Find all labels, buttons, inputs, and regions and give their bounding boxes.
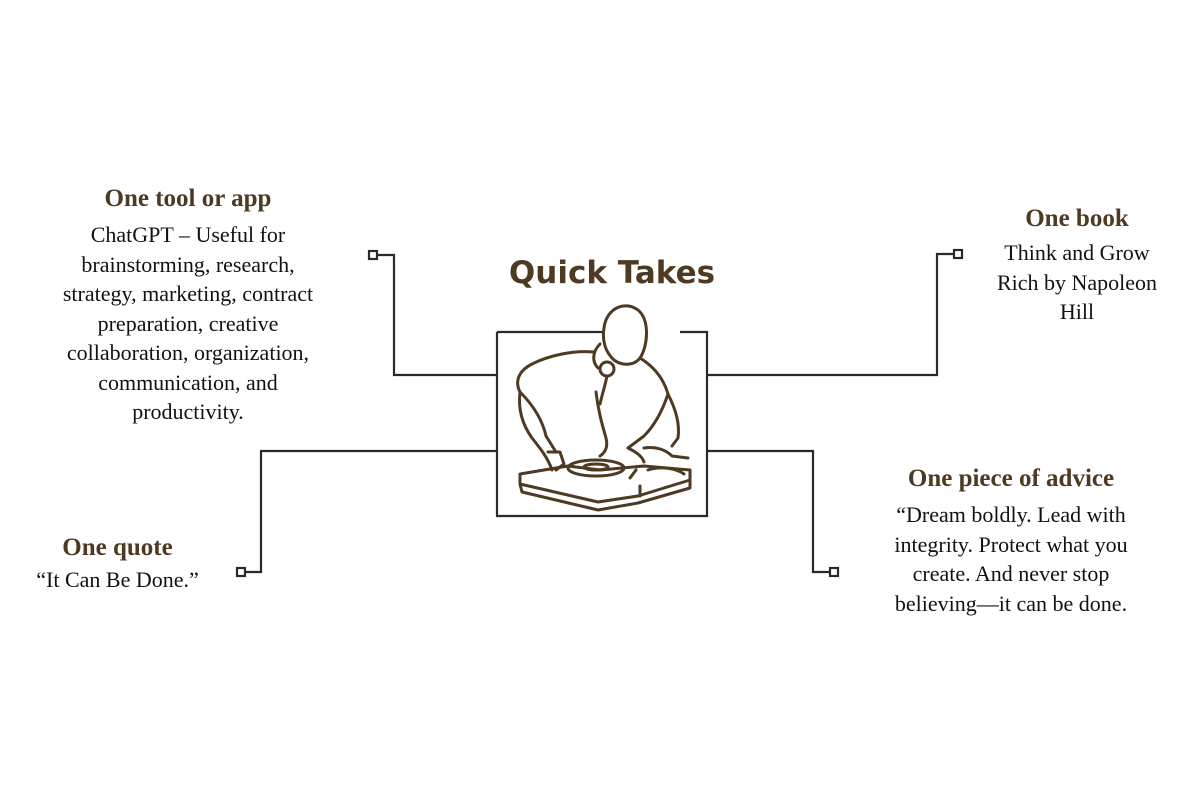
section-tool-line: communication, and [98,369,278,395]
section-tool-line: productivity. [132,399,244,424]
section-tool-line: ChatGPT – Useful for [90,222,286,247]
section-advice-line: “Dream boldly. Lead with [896,502,1126,527]
section-book: One book Think and Grow Rich by Napoleon… [972,204,1182,327]
center-frame [495,330,709,518]
section-quote: One quote “It Can Be Done.” [10,533,225,595]
section-advice-line: believing—it can be done. [894,590,1128,616]
connector-quote [235,449,497,578]
section-book-line: Think and Grow [1004,240,1150,265]
connector-advice [707,449,840,578]
connector-book [707,248,964,377]
section-quote-line: “It Can Be Done.” [36,567,199,592]
section-quote-heading: One quote [62,534,173,561]
section-book-heading: One book [1025,205,1129,232]
section-book-line: Hill [1059,299,1095,324]
connector-tool [367,249,497,377]
section-tool: One tool or app ChatGPT – Useful for bra… [30,184,346,427]
section-advice-line: integrity. Protect what you [894,531,1128,557]
section-tool-line: collaboration, organization, [66,340,310,365]
page-title: Quick Takes [508,255,716,291]
section-advice-heading: One piece of advice [907,465,1115,492]
section-advice: One piece of advice “Dream boldly. Lead … [858,464,1164,618]
section-book-line: Rich by Napoleon [996,269,1158,295]
section-advice-line: create. And never stop [912,561,1110,586]
section-tool-line: preparation, creative [97,310,279,336]
section-tool-line: strategy, marketing, contract [62,281,314,306]
dj-turntable-icon [516,304,692,512]
section-tool-line: brainstorming, research, [81,251,295,277]
section-tool-heading: One tool or app [104,185,272,212]
